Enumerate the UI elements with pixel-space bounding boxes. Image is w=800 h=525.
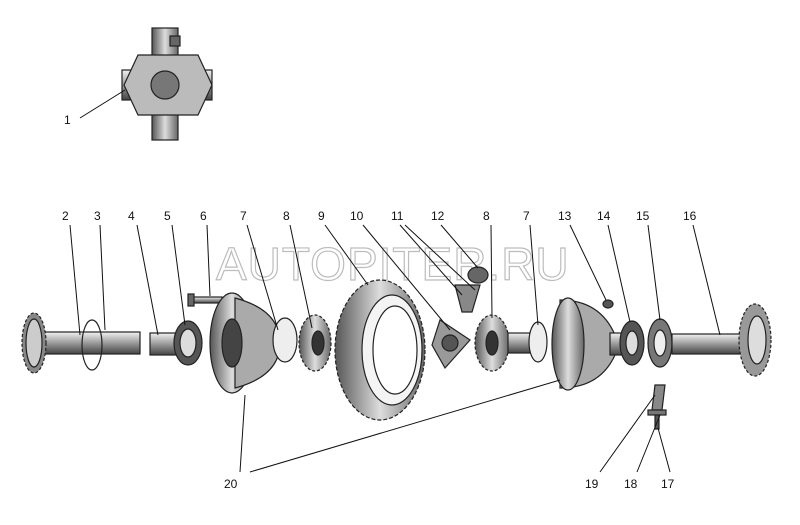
callout-15: 15 xyxy=(636,209,650,223)
pinion-gears-11-12 xyxy=(454,266,489,313)
callout-13: 13 xyxy=(558,209,572,223)
callout-10: 10 xyxy=(350,209,364,223)
left-axle-shaft xyxy=(21,312,141,374)
callout-11: 11 xyxy=(391,209,404,223)
callout-20: 20 xyxy=(224,477,238,491)
callout-2: 2 xyxy=(62,209,69,223)
callout-4: 4 xyxy=(128,209,135,223)
right-axle-shaft-16 xyxy=(671,303,772,377)
callout-14: 14 xyxy=(597,209,611,223)
bolt-6 xyxy=(187,293,223,307)
callout-7-right: 7 xyxy=(523,209,530,223)
differential-assembly xyxy=(121,27,213,141)
callout-8-right: 8 xyxy=(483,209,490,223)
callout-9: 9 xyxy=(318,209,325,223)
washer-7-right xyxy=(528,321,548,363)
spider-cross-10 xyxy=(431,319,471,370)
callout-18: 18 xyxy=(624,477,638,491)
side-gear-8-left xyxy=(298,314,332,372)
bearings-14-15 xyxy=(619,318,673,368)
bearing-4-5 xyxy=(149,320,203,366)
callout-7-left: 7 xyxy=(240,209,247,223)
washer-7-left xyxy=(272,317,298,363)
nut-13 xyxy=(602,299,614,309)
callout-1: 1 xyxy=(64,113,71,127)
callout-17: 17 xyxy=(661,477,675,491)
callout-5: 5 xyxy=(164,209,171,223)
ring-gear-9 xyxy=(334,279,426,421)
callout-8-left: 8 xyxy=(283,209,290,223)
callout-19: 19 xyxy=(585,477,599,491)
left-housing xyxy=(209,292,281,394)
leader-lines xyxy=(69,89,721,473)
right-housing xyxy=(551,297,631,391)
callout-16: 16 xyxy=(683,209,697,223)
callout-12: 12 xyxy=(431,209,445,223)
washer-3 xyxy=(81,319,103,371)
watermark: AUTOPITER.RU xyxy=(216,238,570,290)
callout-6: 6 xyxy=(200,209,207,223)
callout-3: 3 xyxy=(94,209,101,223)
